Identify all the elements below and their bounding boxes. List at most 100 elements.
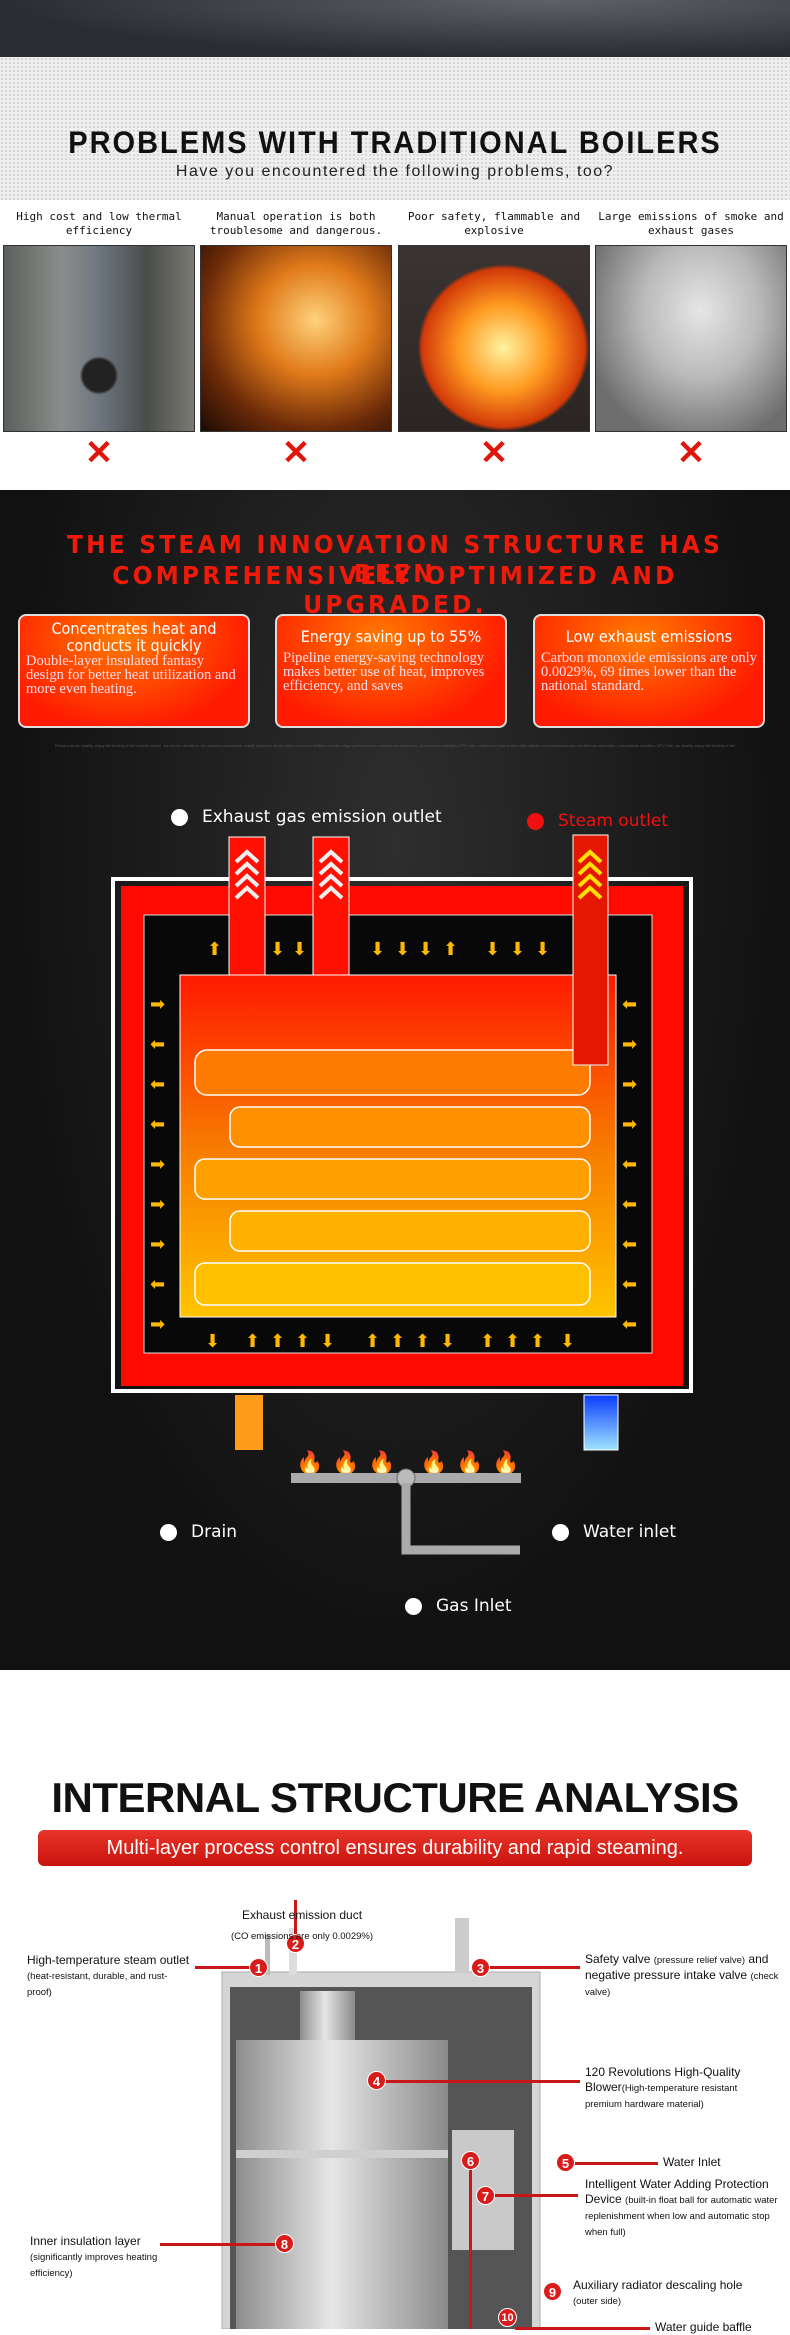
svg-text:⬇: ⬇ <box>320 1331 335 1352</box>
outer-shell <box>111 877 693 1393</box>
svg-text:🔥: 🔥 <box>332 1450 359 1475</box>
svg-text:⬇: ⬇ <box>370 939 385 960</box>
drain-label: Drain <box>160 1522 237 1542</box>
svg-text:⬆: ⬆ <box>390 1331 405 1352</box>
callout-2: 2 <box>286 1934 305 1953</box>
gas-pipe <box>401 1483 520 1555</box>
water-inlet-label: Water inlet <box>552 1522 676 1542</box>
svg-text:⬆: ⬆ <box>365 1331 380 1352</box>
callout-10: 10 <box>498 2308 517 2327</box>
top-banner <box>0 0 790 57</box>
label-text: Gas Inlet <box>436 1596 512 1616</box>
svg-text:⬆: ⬆ <box>415 1331 430 1352</box>
white-dot-icon <box>405 1597 422 1615</box>
old-boiler-photo <box>3 245 195 432</box>
structure-banner: Multi-layer process control ensures dura… <box>38 1830 752 1866</box>
drain-pipe <box>235 1395 263 1450</box>
part-name: High-temperature steam outlet <box>27 1953 190 1967</box>
furnace-fire-photo <box>398 245 590 432</box>
structure-title: INTERNAL STRUCTURE ANALYSIS <box>51 1774 739 1821</box>
callout-9: 9 <box>543 2282 562 2301</box>
part-note: (High-temperature resistant premium hard… <box>585 2083 738 2110</box>
part-4-label: 120 Revolutions High-Quality Blower(High… <box>585 2065 765 2112</box>
callout-5: 5 <box>556 2153 575 2172</box>
problem-item: Manual operation is both troublesome and… <box>200 200 392 472</box>
svg-text:⬅: ⬅ <box>622 1234 637 1255</box>
white-dot-icon <box>160 1523 177 1541</box>
svg-text:⬇: ⬇ <box>395 939 410 960</box>
part-name: Safety valve <box>585 1952 651 1966</box>
exhaust-chimney-1 <box>228 836 266 976</box>
fine-print: Restore music quality, enjoy the feeling… <box>54 743 736 748</box>
problem-caption: Poor safety, flammable and explosive <box>407 210 581 237</box>
svg-text:➡: ➡ <box>622 1074 637 1095</box>
part-1-label: High-temperature steam outlet (heat-resi… <box>27 1953 192 2000</box>
water-inlet-pipe <box>583 1394 619 1451</box>
svg-text:🔥: 🔥 <box>456 1450 483 1475</box>
sparks-photo <box>200 245 392 432</box>
structure-section: INTERNAL STRUCTURE ANALYSIS Multi-layer … <box>0 1670 790 2334</box>
chevron-up-icons <box>234 849 603 900</box>
boiler-flow-diagram: ⬆⬇⬇ ⬇⬇⬇⬆ ⬇⬇⬇ ➡⬅⬅⬅➡➡➡⬅➡ ⬅➡➡➡⬅⬅⬅⬅⬅ ⬇⬆⬆⬆⬇⬆⬆… <box>111 834 693 1555</box>
svg-text:🔥: 🔥 <box>420 1450 447 1475</box>
part-name: Water Inlet <box>663 2155 721 2169</box>
svg-text:⬆: ⬆ <box>207 939 222 960</box>
label-text: Drain <box>191 1522 237 1542</box>
label-text: Exhaust gas emission outlet <box>202 807 442 827</box>
callout-1: 1 <box>249 1958 268 1977</box>
feature-body: Pipeline energy-saving technology makes … <box>283 650 485 694</box>
cross-icon: ✕ <box>479 434 509 472</box>
smoke-photo <box>595 245 787 432</box>
part-name: and negative pressure intake valve <box>585 1952 769 1982</box>
feature-card: Low exhaust emissions Carbon monoxide em… <box>533 614 765 728</box>
svg-text:⬇: ⬇ <box>292 939 307 960</box>
part-name: Intelligent Water Adding Protection Devi… <box>585 2177 769 2206</box>
svg-text:🔥: 🔥 <box>296 1450 323 1475</box>
svg-text:⬆: ⬆ <box>530 1331 545 1352</box>
svg-text:➡: ➡ <box>150 1194 165 1215</box>
safety-valve <box>455 1918 469 1973</box>
part-note: (CO emissions are only 0.0029%) <box>230 1931 374 1942</box>
callout-8: 8 <box>275 2234 294 2253</box>
problem-caption: Large emissions of smoke and exhaust gas… <box>598 210 784 237</box>
coil-bands <box>194 1049 591 1306</box>
problem-item: Poor safety, flammable and explosive ✕ <box>398 200 590 472</box>
svg-text:⬅: ⬅ <box>622 1194 637 1215</box>
gas-inlet-label: Gas Inlet <box>405 1596 512 1616</box>
part-name: Exhaust emission duct <box>241 1908 363 1922</box>
part-note: (pressure relief valve) <box>653 1955 746 1966</box>
svg-text:⬇: ⬇ <box>205 1331 220 1352</box>
svg-text:⬅: ⬅ <box>150 1114 165 1135</box>
svg-text:⬆: ⬆ <box>505 1331 520 1352</box>
svg-text:⬇: ⬇ <box>510 939 525 960</box>
white-dot-icon <box>171 808 188 826</box>
svg-text:🔥: 🔥 <box>492 1450 519 1475</box>
problem-caption: Manual operation is both troublesome and… <box>209 210 383 237</box>
svg-text:⬅: ⬅ <box>622 1274 637 1295</box>
feature-heading: Energy saving up to 55% <box>300 627 482 646</box>
svg-text:⬅: ⬅ <box>622 994 637 1015</box>
red-dot-icon <box>527 812 544 830</box>
part-note: (heat-resistant, durable, and rust-proof… <box>27 1971 168 1998</box>
feature-heading: Concentrates heat and conducts it quickl… <box>51 619 217 655</box>
exhaust-outlet-label: Exhaust gas emission outlet <box>171 807 442 827</box>
burner-flame-icons: 🔥🔥🔥🔥🔥🔥 <box>296 1450 519 1475</box>
flow-arrow-icons: ⬆⬇⬇ ⬇⬇⬇⬆ ⬇⬇⬇ ➡⬅⬅⬅➡➡➡⬅➡ ⬅➡➡➡⬅⬅⬅⬅⬅ ⬇⬆⬆⬆⬇⬆⬆… <box>150 939 637 1352</box>
part-note: (outer side) <box>573 2296 622 2307</box>
problem-item: Large emissions of smoke and exhaust gas… <box>595 200 787 472</box>
label-text: Water inlet <box>583 1522 677 1542</box>
problem-caption: High cost and low thermal efficiency <box>16 210 182 237</box>
part-9-label: Auxiliary radiator descaling hole(outer … <box>573 2278 788 2309</box>
part-note: (built-in float ball for automatic water… <box>585 2195 778 2238</box>
svg-text:⬆: ⬆ <box>480 1331 495 1352</box>
svg-text:➡: ➡ <box>622 1114 637 1135</box>
problems-list: High cost and low thermal efficiency ✕ M… <box>0 200 790 490</box>
innovation-section: THE STEAM INNOVATION STRUCTURE HAS BEEN … <box>0 490 790 1670</box>
svg-text:⬅: ⬅ <box>150 1074 165 1095</box>
problem-item: High cost and low thermal efficiency ✕ <box>3 200 195 472</box>
exhaust-chimney-2 <box>312 836 350 976</box>
cross-icon: ✕ <box>84 434 114 472</box>
svg-text:⬇: ⬇ <box>560 1331 575 1352</box>
svg-text:⬇: ⬇ <box>535 939 550 960</box>
svg-text:⬆: ⬆ <box>443 939 458 960</box>
